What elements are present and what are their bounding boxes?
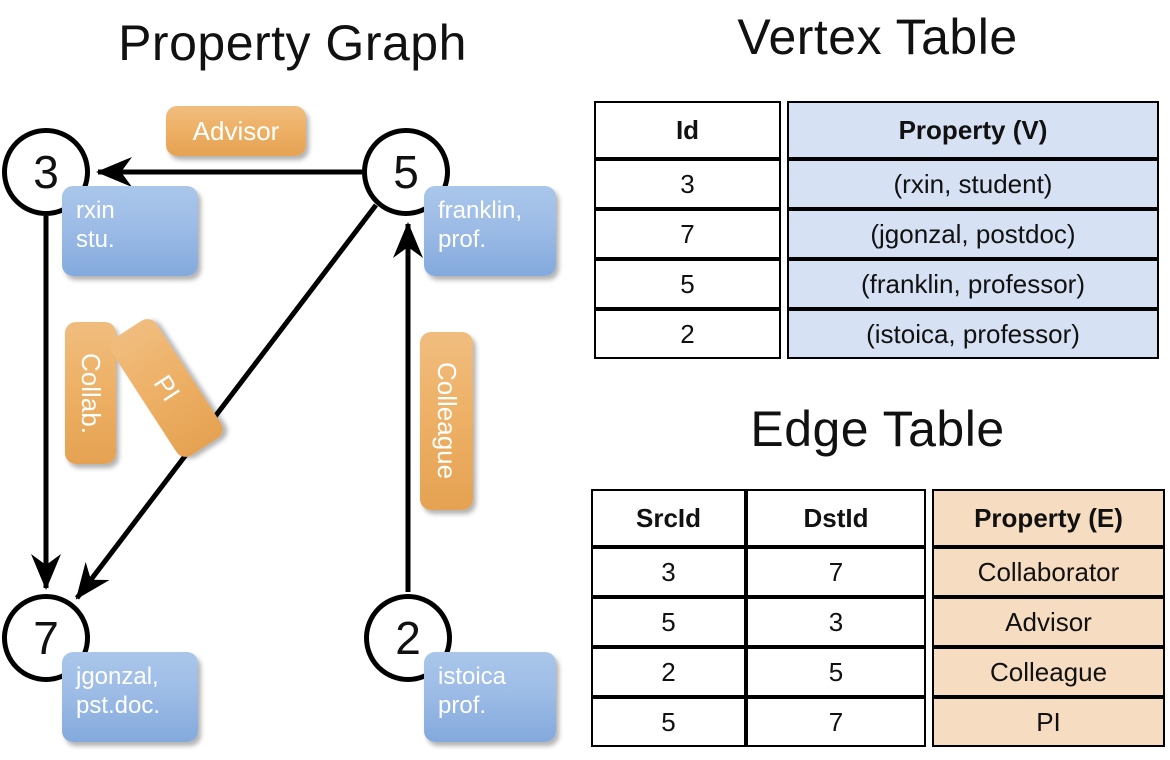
vertex-property-line-2: pst.doc. [76, 692, 161, 720]
edge-table: SrcId DstId Property (E) 3 7 Collaborato… [591, 489, 1165, 747]
page-title-vertex-table: Vertex Table [737, 9, 1018, 65]
edge-label-colleague-text: Colleague [432, 362, 462, 480]
vertex-table-cell-property: (istoica, professor) [787, 309, 1159, 359]
vertex-property-line-1: rxin [76, 197, 115, 224]
column-separator [926, 547, 932, 597]
vertex-table-header-property: Property (V) [787, 101, 1159, 159]
vertex-property-line-2: prof. [438, 226, 487, 254]
vertex-property-box-5: franklin, prof. [424, 186, 556, 276]
vertex-table-cell-property: (franklin, professor) [787, 259, 1159, 309]
edge-table-cell-srcid: 2 [591, 647, 746, 697]
column-separator [781, 101, 787, 159]
table-row: 7 (jgonzal, postdoc) [594, 209, 1159, 259]
table-row: 5 (franklin, professor) [594, 259, 1159, 309]
vertex-property-box-2: istoica prof. [424, 652, 556, 742]
table-header-row: Id Property (V) [594, 101, 1159, 159]
edge-table-header-srcid: SrcId [591, 489, 746, 547]
edge-label-advisor-text: Advisor [192, 115, 280, 146]
vertex-table-cell-id: 3 [594, 159, 781, 209]
vertex-table-header-id: Id [594, 101, 781, 159]
vertex-table-cell-id: 7 [594, 209, 781, 259]
edge-table-cell-dstid: 7 [746, 697, 926, 747]
table-row: 3 7 Collaborator [591, 547, 1165, 597]
graph-node-5[interactable]: 5 [362, 128, 450, 216]
column-separator [926, 597, 932, 647]
edge-table-cell-dstid: 3 [746, 597, 926, 647]
edge-table-cell-property: Colleague [932, 647, 1165, 697]
page-title-property-graph: Property Graph [118, 15, 467, 71]
table-header-row: SrcId DstId Property (E) [591, 489, 1165, 547]
edge-table-cell-property: PI [932, 697, 1165, 747]
vertex-property-line-2: prof. [438, 692, 487, 720]
edge-table-header-property: Property (E) [932, 489, 1165, 547]
column-separator [781, 309, 787, 359]
table-row: 2 (istoica, professor) [594, 309, 1159, 359]
edge-line-5-to-7 [75, 203, 378, 600]
edge-label-colleague: Colleague [420, 332, 473, 510]
vertex-property-line-1: jgonzal, [76, 663, 159, 690]
edge-table-cell-srcid: 3 [591, 547, 746, 597]
column-separator [926, 647, 932, 697]
edge-label-advisor: Advisor [166, 106, 306, 156]
table-row: 5 7 PI [591, 697, 1165, 747]
edge-label-collab-text: Collab. [76, 352, 106, 434]
vertex-table-cell-id: 2 [594, 309, 781, 359]
vertex-property-line-1: istoica [438, 663, 507, 690]
edge-table-cell-srcid: 5 [591, 597, 746, 647]
table-row: 3 (rxin, student) [594, 159, 1159, 209]
vertex-property-line-1: franklin, [438, 197, 523, 224]
edge-label-collab: Collab. [65, 322, 116, 464]
column-separator [926, 697, 932, 747]
vertex-property-line-2: stu. [76, 226, 115, 254]
vertex-table: Id Property (V) 3 (rxin, student) 7 (jgo… [594, 101, 1159, 359]
vertex-table-cell-id: 5 [594, 259, 781, 309]
edge-table-cell-dstid: 7 [746, 547, 926, 597]
table-row: 2 5 Colleague [591, 647, 1165, 697]
edge-table-cell-srcid: 5 [591, 697, 746, 747]
property-graph-diagram: 3 5 7 2 rxin stu. franklin, prof. jgonza… [2, 106, 556, 742]
vertex-property-box-7: jgonzal, pst.doc. [62, 652, 198, 742]
edge-table-header-dstid: DstId [746, 489, 926, 547]
vertex-table-cell-property: (rxin, student) [787, 159, 1159, 209]
column-separator [781, 209, 787, 259]
edge-table-cell-property: Collaborator [932, 547, 1165, 597]
column-separator [781, 259, 787, 309]
graph-node-2[interactable]: 2 [364, 594, 452, 682]
graph-edge-lines [30, 156, 424, 600]
column-separator [781, 159, 787, 209]
page-title-edge-table: Edge Table [750, 401, 1005, 457]
edge-table-cell-dstid: 5 [746, 647, 926, 697]
edge-table-cell-property: Advisor [932, 597, 1165, 647]
vertex-property-box-3: rxin stu. [62, 186, 198, 276]
column-separator [926, 489, 932, 547]
table-row: 5 3 Advisor [591, 597, 1165, 647]
edge-label-pi-text: PI [147, 369, 187, 407]
vertex-table-cell-property: (jgonzal, postdoc) [787, 209, 1159, 259]
